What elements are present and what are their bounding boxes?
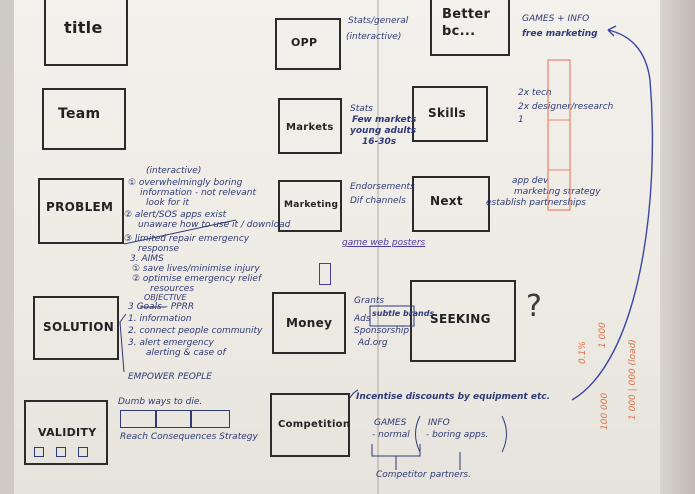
- note-solution-1: 3 Goals - PPRR: [128, 302, 195, 312]
- box-seeking-label: SEEKING: [430, 312, 491, 326]
- note-opp-1: Stats/general: [348, 16, 409, 26]
- note-solution-5: alerting & case of: [146, 348, 226, 358]
- paper-fold: [377, 0, 379, 494]
- note-problem-4: look for it: [146, 198, 189, 208]
- validity-table-div-1: [155, 410, 157, 428]
- question-mark: ?: [526, 289, 542, 324]
- validity-table-div-2: [190, 410, 192, 428]
- note-markets-4: 16-30s: [362, 137, 397, 147]
- box-title-label: title: [64, 18, 103, 37]
- note-problem-5: ② alert/SOS apps exist: [124, 210, 227, 220]
- note-skills-1: 2x tech: [518, 88, 552, 98]
- note-problem-1: (interactive): [146, 166, 202, 176]
- note-problem-10: ① save lives/minimise injury: [132, 264, 260, 274]
- note-problem-9: 3. AIMS: [130, 254, 164, 264]
- note-validity-2: Reach Consequences Strategy: [120, 432, 258, 442]
- box-markets: Markets: [278, 98, 342, 154]
- note-comp-info: INFO: [428, 418, 450, 428]
- box-next-label: Next: [430, 194, 463, 208]
- box-money-label: Money: [286, 316, 333, 330]
- note-problem-11: ② optimise emergency relief: [132, 274, 262, 284]
- box-seeking: SEEKING: [410, 280, 516, 362]
- validity-table: [120, 410, 230, 428]
- box-marketing: Marketing: [278, 180, 342, 232]
- note-marketing-1: Endorsements: [350, 182, 415, 192]
- note-solution-6: EMPOWER PEOPLE: [128, 372, 212, 382]
- note-money-3: subtle brands: [372, 309, 435, 318]
- note-markets-3: young adults: [350, 126, 417, 136]
- note-problem-8: response: [138, 244, 180, 254]
- box-problem-label: PROBLEM: [46, 200, 114, 214]
- box-opp-label: OPP: [291, 36, 318, 49]
- note-comp-partners: partners.: [430, 470, 471, 480]
- note-solution-2: 1. information: [128, 314, 192, 324]
- box-validity-label: VALIDITY: [38, 426, 97, 439]
- note-comp-competitor: Competitor: [376, 470, 427, 480]
- note-problem-6: unaware how to use it / download: [138, 220, 291, 230]
- note-comp-games: GAMES: [374, 418, 407, 428]
- note-red-1: 100 000: [600, 392, 610, 430]
- note-incentive: Incentise discounts by equipment etc.: [356, 392, 551, 402]
- note-validity-1: Dumb ways to die.: [118, 397, 203, 407]
- note-money-2: Ads: [354, 314, 371, 324]
- note-markets-1: Stats: [350, 104, 373, 114]
- box-problem: PROBLEM: [38, 178, 124, 244]
- note-marketing-2: Dif channels: [350, 196, 406, 206]
- note-next-1: app dev: [512, 176, 549, 186]
- box-solution: SOLUTION: [33, 296, 119, 360]
- box-better-label: Better bc...: [442, 7, 491, 39]
- note-comp-normal: - normal: [372, 430, 410, 440]
- note-next-3: establish partnerships: [486, 198, 586, 208]
- box-next: Next: [412, 176, 490, 232]
- note-money-1: Grants: [354, 296, 385, 306]
- note-solution-3: 2. connect people community: [128, 326, 263, 336]
- note-comp-boring: - boring apps.: [426, 430, 489, 440]
- box-competition-label: Competition: [278, 419, 351, 430]
- box-money: Money: [272, 292, 346, 354]
- note-problem-2: ① overwhelmingly boring: [128, 178, 243, 188]
- note-problem-12: resources: [150, 284, 195, 294]
- box-opp: OPP: [275, 18, 341, 70]
- note-red-3: 0.1%: [578, 341, 588, 364]
- box-competition: Competition: [270, 393, 350, 457]
- validity-square-2: [56, 447, 66, 457]
- validity-square-1: [34, 447, 44, 457]
- box-better: Better bc...: [430, 0, 510, 56]
- box-validity: VALIDITY: [24, 400, 108, 465]
- note-next-2: marketing strategy: [514, 187, 601, 197]
- small-square: [319, 263, 331, 285]
- note-games-info: GAMES + INFO: [522, 14, 590, 24]
- note-solution-0: OBJECTIVE: [144, 293, 187, 302]
- note-opp-2: (interactive): [346, 32, 402, 42]
- note-marketing-3: game web posters: [342, 238, 426, 248]
- note-free-marketing: free marketing: [522, 29, 598, 39]
- box-skills: Skills: [412, 86, 488, 142]
- box-solution-label: SOLUTION: [43, 320, 115, 334]
- box-marketing-label: Marketing: [284, 200, 339, 210]
- validity-square-3: [78, 447, 88, 457]
- box-team-label: Team: [58, 106, 101, 122]
- box-team: Team: [42, 88, 126, 150]
- note-red-2: 1 000 | 000 (load): [628, 339, 638, 420]
- note-markets-2: Few markets: [352, 115, 417, 125]
- box-markets-label: Markets: [286, 122, 334, 133]
- box-skills-label: Skills: [428, 106, 466, 120]
- box-title: title: [44, 0, 128, 66]
- note-red-4: 1 000: [598, 322, 608, 348]
- note-problem-3: information - not relevant: [140, 188, 257, 198]
- note-skills-2: 2x designer/research: [518, 102, 614, 112]
- note-solution-4: 3. alert emergency: [128, 338, 214, 348]
- note-skills-3: 1: [518, 115, 524, 125]
- note-money-5: Ad.org: [358, 338, 388, 348]
- background-wall: [660, 0, 695, 494]
- note-money-4: Sponsorship: [354, 326, 410, 336]
